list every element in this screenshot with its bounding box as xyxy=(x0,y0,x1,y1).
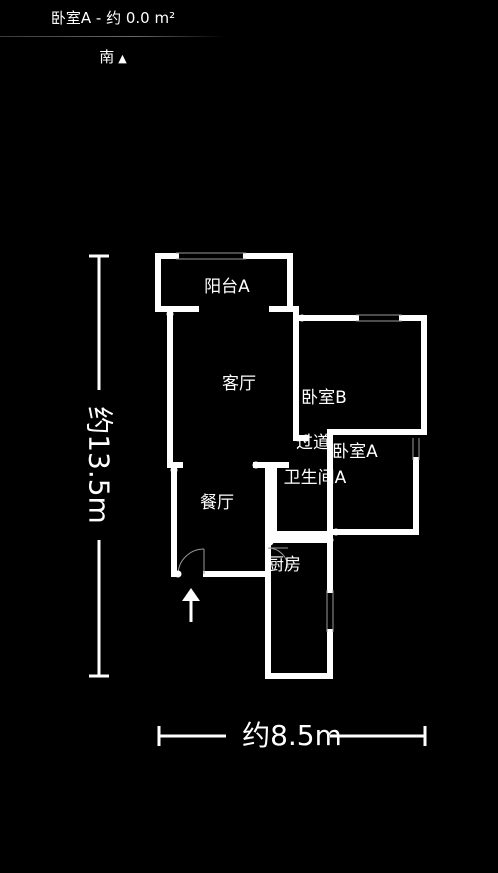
room-label-kitchen: 厨房 xyxy=(267,555,301,575)
wall-joints xyxy=(166,310,340,578)
header-divider xyxy=(0,36,226,37)
width-dimension xyxy=(157,726,427,746)
room-label-dining-room: 餐厅 xyxy=(200,493,234,513)
entrance-arrow-icon xyxy=(182,588,200,622)
width-dimension-label: 约8.5m xyxy=(242,719,342,752)
room-label-balcony-a: 阳台A xyxy=(204,277,250,297)
room-label-corridor: 过道 xyxy=(296,433,330,453)
room-label-bedroom-a: 卧室A xyxy=(332,442,378,462)
doors xyxy=(177,547,289,575)
north-arrow-icon: ▲ xyxy=(118,52,127,65)
compass-label: 南 xyxy=(99,48,115,66)
page-title: 卧室A - 约 0.0 m² xyxy=(50,9,176,27)
room-label-bedroom-b: 卧室B xyxy=(301,388,347,408)
windows xyxy=(176,252,420,632)
height-dimension xyxy=(89,254,109,678)
walls xyxy=(155,253,427,679)
height-dimension-label: 约13.5m xyxy=(83,406,116,524)
room-label-living-room: 客厅 xyxy=(222,374,256,394)
room-label-bathroom-a: 卫生间A xyxy=(284,468,347,488)
compass-indicator: 南▲ xyxy=(0,47,226,69)
